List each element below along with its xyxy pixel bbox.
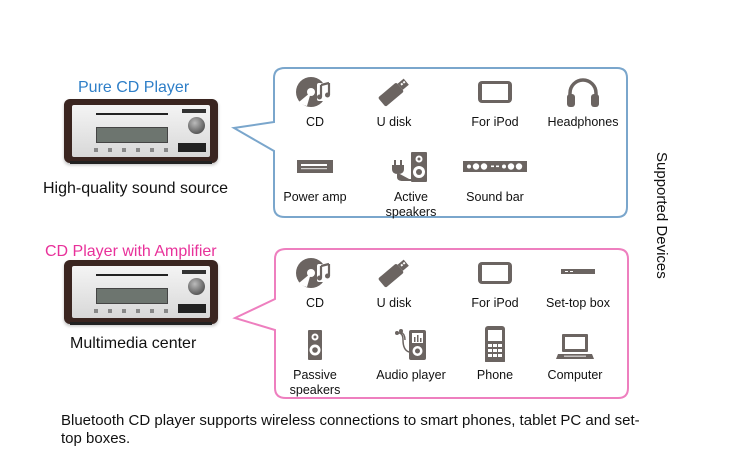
headphones-icon: [567, 78, 599, 107]
device-phone: Phone: [450, 326, 540, 383]
tablet-icon: [478, 262, 512, 284]
device-u-disk: U disk: [349, 75, 439, 130]
tablet-icon: [478, 81, 512, 103]
device-label: U disk: [376, 115, 412, 129]
device-set-top-box: Set-top box: [533, 256, 623, 311]
device-cd: CD: [270, 75, 360, 130]
cd-music-icon: [296, 77, 331, 107]
device-label: CD: [305, 296, 325, 310]
passive-speaker-icon: [308, 330, 322, 360]
device-label: Computer: [547, 368, 603, 382]
device-label: Sound bar: [466, 190, 524, 204]
cd-player-image: [64, 99, 218, 165]
device-for-ipod: For iPod: [450, 256, 540, 311]
device-audio-player: Audio player: [366, 328, 456, 383]
device-sound-bar: Sound bar: [450, 150, 540, 205]
phone-icon: [485, 326, 505, 362]
sound-bar-icon: [463, 161, 527, 172]
pure-cd-player-title: Pure CD Player: [78, 79, 190, 96]
device-for-ipod: For iPod: [450, 75, 540, 130]
active-speaker-icon: [392, 152, 427, 182]
device-label: Power amp: [283, 190, 347, 204]
cd-music-icon: [296, 258, 331, 288]
power-amp-icon: [297, 160, 333, 173]
usb-drive-icon: [378, 259, 409, 288]
cd-player-amplifier-title: CD Player with Amplifier: [45, 243, 217, 260]
device-label: U disk: [376, 296, 412, 310]
device-label: Headphones: [547, 115, 619, 129]
device-label: For iPod: [471, 115, 519, 129]
cd-player-amplifier-image: [64, 260, 218, 326]
device-headphones: Headphones: [538, 75, 628, 130]
cd-player-amplifier-caption: Multimedia center: [70, 335, 197, 352]
laptop-icon: [556, 334, 594, 359]
supported-devices-label: Supported Devices: [653, 152, 670, 279]
audio-player-icon: [395, 329, 426, 360]
device-label: For iPod: [471, 296, 519, 310]
device-label: Phone: [476, 368, 514, 382]
device-power-amp: Power amp: [270, 150, 360, 205]
usb-drive-icon: [378, 78, 409, 107]
device-cd: CD: [270, 256, 360, 311]
bluetooth-footnote: Bluetooth CD player supports wireless co…: [61, 412, 640, 447]
device-label: Set-top box: [546, 296, 610, 310]
device-u-disk: U disk: [349, 256, 439, 311]
set-top-box-icon: [561, 269, 595, 274]
device-label: CD: [305, 115, 325, 129]
device-computer: Computer: [530, 328, 620, 383]
pure-cd-player-caption: High-quality sound source: [43, 180, 228, 197]
device-label: Audio player: [376, 368, 446, 382]
